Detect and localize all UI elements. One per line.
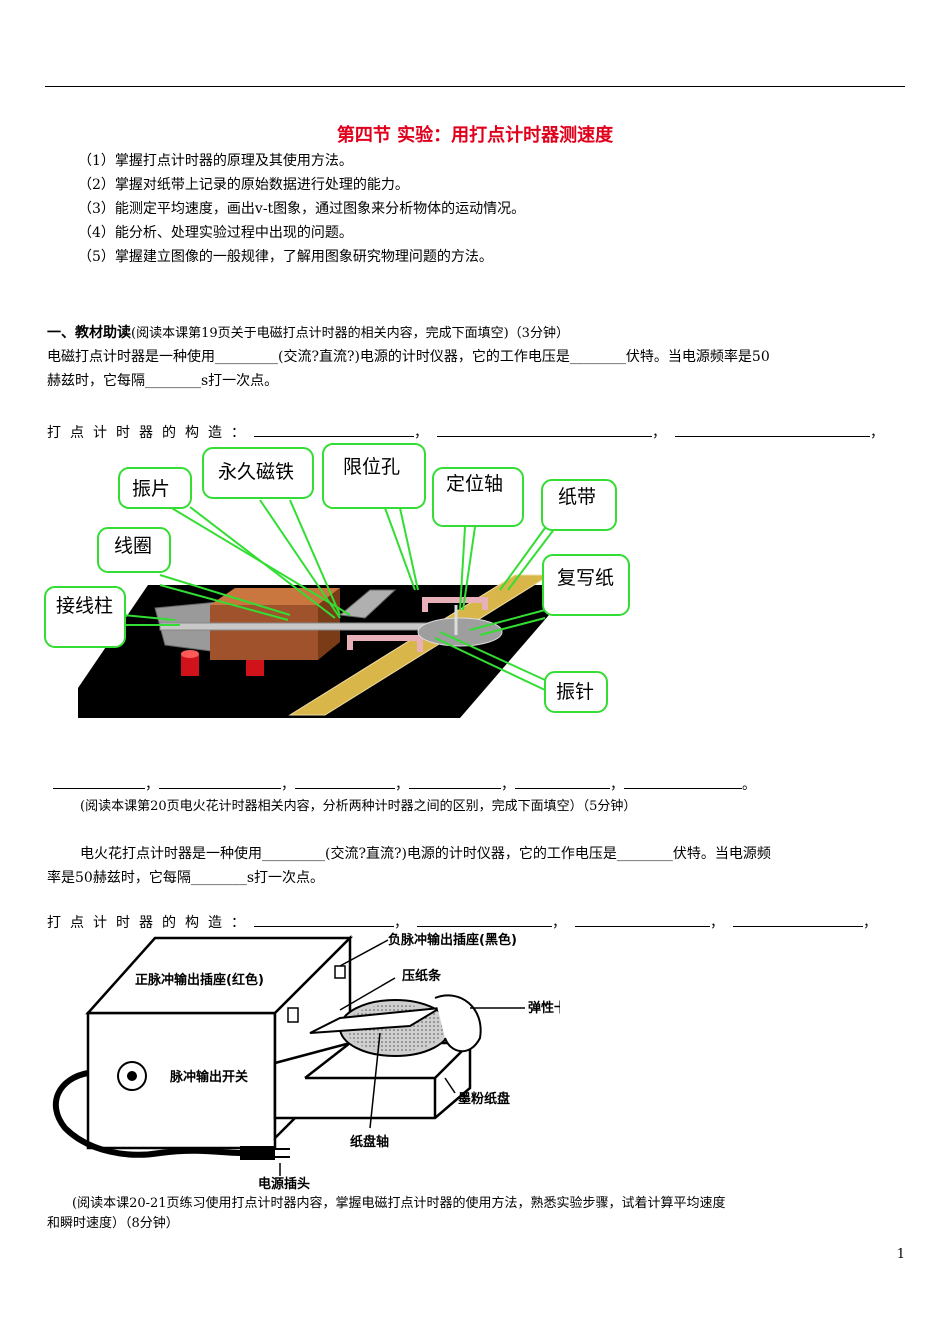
power-plug (240, 1146, 275, 1160)
label-vibrating-needle: 振针 (556, 681, 594, 703)
label-paper-tape: 纸带 (558, 486, 596, 508)
comma: ， (145, 777, 159, 793)
comma: ， (552, 915, 575, 931)
objective-4: （4）能分析、处理实验过程中出现的问题。 (78, 225, 353, 241)
comma: ， (610, 777, 624, 793)
structure-label: 打点计时器的构造： (47, 425, 254, 441)
label-disc-axis: 纸盘轴 (350, 1134, 389, 1150)
structure-line-1: 打点计时器的构造： ， ， ， (47, 422, 893, 442)
answer-blank[interactable] (575, 912, 710, 927)
objective-2: （2）掌握对纸带上记录的原始数据进行处理的能力。 (78, 177, 409, 193)
answer-blank[interactable] (159, 774, 281, 789)
page-title: 第四节 实验：用打点计时器测速度 (336, 125, 614, 146)
period: 。 (742, 777, 756, 793)
answer-blank[interactable] (295, 774, 395, 789)
label-power-plug: 电源插头 (258, 1176, 310, 1190)
answer-blank[interactable] (53, 774, 145, 789)
structure-line-2: 打点计时器的构造： ， ， ， ， (47, 912, 886, 932)
comma: ， (394, 915, 417, 931)
comma: ， (414, 425, 437, 441)
label-leaders (279, 939, 525, 1176)
answer-blank[interactable] (733, 912, 863, 927)
label-pulse-switch: 脉冲输出开关 (169, 1069, 248, 1085)
comma: ， (863, 915, 886, 931)
comma: ， (501, 777, 515, 793)
label-terminal: 接线柱 (56, 595, 113, 617)
label-coil: 线圈 (114, 535, 152, 557)
answer-blank[interactable] (254, 912, 394, 927)
answer-blank[interactable] (675, 422, 870, 437)
callout-boxes (44, 443, 630, 713)
objective-5: （5）掌握建立图像的一般规律，了解用图象研究物理问题的方法。 (78, 249, 493, 265)
section1-para-line1: 电磁打点计时器是一种使用_________(交流?直流?)电源的计时仪器，它的工… (47, 349, 770, 365)
section2-para-line1: 电火花打点计时器是一种使用_________(交流?直流?)电源的计时仪器，它的… (80, 846, 771, 862)
electromagnetic-timer-diagram: 振片 永久磁铁 限位孔 定位轴 纸带 线圈 复写纸 接线柱 振针 (44, 443, 630, 718)
callout-leaders (122, 499, 556, 691)
comma: ， (395, 777, 409, 793)
comma: ， (710, 915, 733, 931)
label-positioning-shaft: 定位轴 (446, 473, 503, 495)
label-neg-socket: 负脉冲输出插座(黑色) (388, 932, 517, 948)
section1-heading-line: 一、教材助读(阅读本课第19页关于电磁打点计时器的相关内容，完成下面填空)（3分… (47, 321, 569, 346)
spark-timer-body (85, 934, 472, 1150)
objective-3: （3）能测定平均速度，画出v-t图象，通过图象来分析物体的运动情况。 (78, 201, 526, 217)
answer-blank[interactable] (409, 774, 501, 789)
permanent-magnet (338, 589, 397, 619)
limit-frame (347, 597, 488, 652)
answer-blank[interactable] (437, 422, 652, 437)
label-vibrating-strip: 振片 (132, 478, 170, 500)
answer-blank[interactable] (417, 912, 552, 927)
pos-socket (287, 1007, 299, 1023)
answer-blank[interactable] (624, 774, 742, 789)
answer-blank[interactable] (515, 774, 610, 789)
section2-note: (阅读本课第20页电火花计时器相关内容，分析两种计时器之间的区别，完成下面填空）… (80, 799, 637, 814)
answer-blank[interactable] (254, 422, 414, 437)
structure-label: 打点计时器的构造： (47, 915, 254, 931)
label-limit-hole: 限位孔 (343, 456, 400, 478)
label-permanent-magnet: 永久磁铁 (218, 461, 294, 483)
answer-blanks-row: ， ， ， ， ， 。 (53, 773, 756, 797)
neg-socket (334, 965, 346, 979)
label-toner-disc: 墨粉纸盘 (458, 1091, 510, 1107)
label-elastic-clip: 弹性卡 (528, 1000, 560, 1016)
section3-note-line2: 和瞬时速度）（8分钟） (47, 1216, 179, 1231)
page-number: 1 (896, 1247, 905, 1262)
power-cable (52, 1070, 241, 1158)
comma: ， (652, 425, 675, 441)
label-press-strip: 压纸条 (402, 968, 442, 984)
spark-timer-diagram: 负脉冲输出插座(黑色) 正脉冲输出插座(红色) 压纸条 弹性卡 脉冲输出开关 墨… (52, 932, 560, 1190)
comma: ， (281, 777, 295, 793)
label-carbon-paper: 复写纸 (557, 567, 614, 589)
section1-heading-note: (阅读本课第19页关于电磁打点计时器的相关内容，完成下面填空)（3分钟） (131, 326, 569, 341)
section1-para-line2: 赫兹时，它每隔________s打一次点。 (47, 373, 279, 389)
section2-para-line2: 率是50赫兹时，它每隔________s打一次点。 (47, 870, 324, 886)
label-pos-socket: 正脉冲输出插座(红色) (135, 972, 264, 988)
section3-note-line1: (阅读本课20-21页练习使用打点计时器内容，掌握电磁打点计时器的使用方法，熟悉… (72, 1196, 726, 1211)
elastic-clip (434, 994, 482, 1053)
comma: ， (870, 425, 893, 441)
header-rule (45, 86, 905, 87)
objective-1: （1）掌握打点计时器的原理及其使用方法。 (78, 153, 353, 169)
section1-heading: 一、教材助读 (47, 325, 131, 341)
pulse-switch-center (127, 1071, 137, 1081)
